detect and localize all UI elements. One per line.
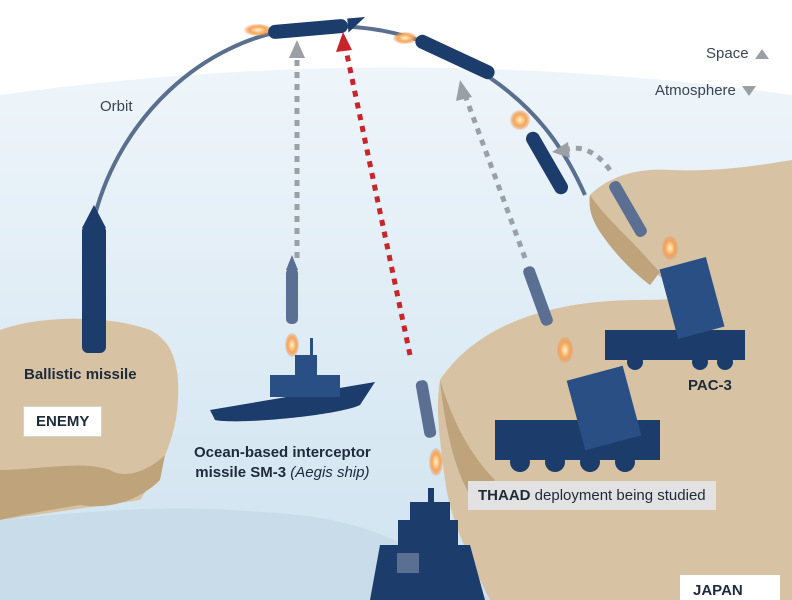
thaad-label-rest: deployment being studied <box>530 487 706 504</box>
thaad-label-bold: THAAD <box>478 487 531 504</box>
pac3-hill <box>589 160 792 300</box>
space-label-text: Space <box>706 45 749 62</box>
missile-in-space-1 <box>244 16 366 39</box>
japan-box-bg <box>680 575 780 600</box>
aegis-interceptor-missile <box>415 380 443 476</box>
aegis-path-arrowhead <box>336 32 352 52</box>
ballistic-missile-launch <box>82 205 106 353</box>
pac3-cliff <box>589 195 660 285</box>
sm3-label-name: missile SM-3 <box>195 464 287 481</box>
sm3-label: Ocean-based interceptor missile SM-3 (Ae… <box>194 443 371 483</box>
missile-in-space-2 <box>393 32 495 80</box>
thaad-path <box>462 94 528 259</box>
space-label: Space <box>706 45 769 62</box>
sm3-label-line1: Ocean-based interceptor <box>194 444 371 461</box>
japan-label: JAPAN <box>693 582 743 599</box>
sm3-label-italic: (Aegis ship) <box>290 464 370 481</box>
enemy-box: ENEMY <box>24 407 102 436</box>
ballistic-missile-label: Ballistic missile <box>24 366 137 383</box>
japan-cliff <box>440 380 495 495</box>
sm3-interceptor-missile <box>285 255 299 357</box>
atmosphere-label: Atmosphere <box>655 82 756 99</box>
aegis-path <box>342 44 413 356</box>
atmosphere-label-text: Atmosphere <box>655 82 736 99</box>
pac3-path-arrowhead <box>552 142 570 158</box>
sm3-path-arrowhead <box>289 40 305 58</box>
pac3-label: PAC-3 <box>688 377 732 394</box>
orbit-path <box>93 24 587 216</box>
atmosphere-down-arrow-icon <box>741 86 756 97</box>
pac3-launcher <box>605 257 745 370</box>
thaad-box: THAAD deployment being studied <box>468 481 716 510</box>
lower-sea <box>0 508 490 600</box>
thaad-launcher <box>495 365 660 472</box>
orbit-label: Orbit <box>100 98 133 115</box>
thaad-path-arrowhead <box>456 80 472 101</box>
missile-in-atmosphere <box>510 110 568 195</box>
sm3-label-line2: missile SM-3 (Aegis ship) <box>194 463 371 483</box>
thaad-interceptor-missile <box>523 266 573 363</box>
enemy-cliff <box>0 455 165 520</box>
space-up-arrow-icon <box>754 49 769 60</box>
aegis-ship <box>210 338 375 422</box>
aegis-destroyer-bottom <box>370 488 485 600</box>
pac3-interceptor-missile <box>609 180 678 260</box>
